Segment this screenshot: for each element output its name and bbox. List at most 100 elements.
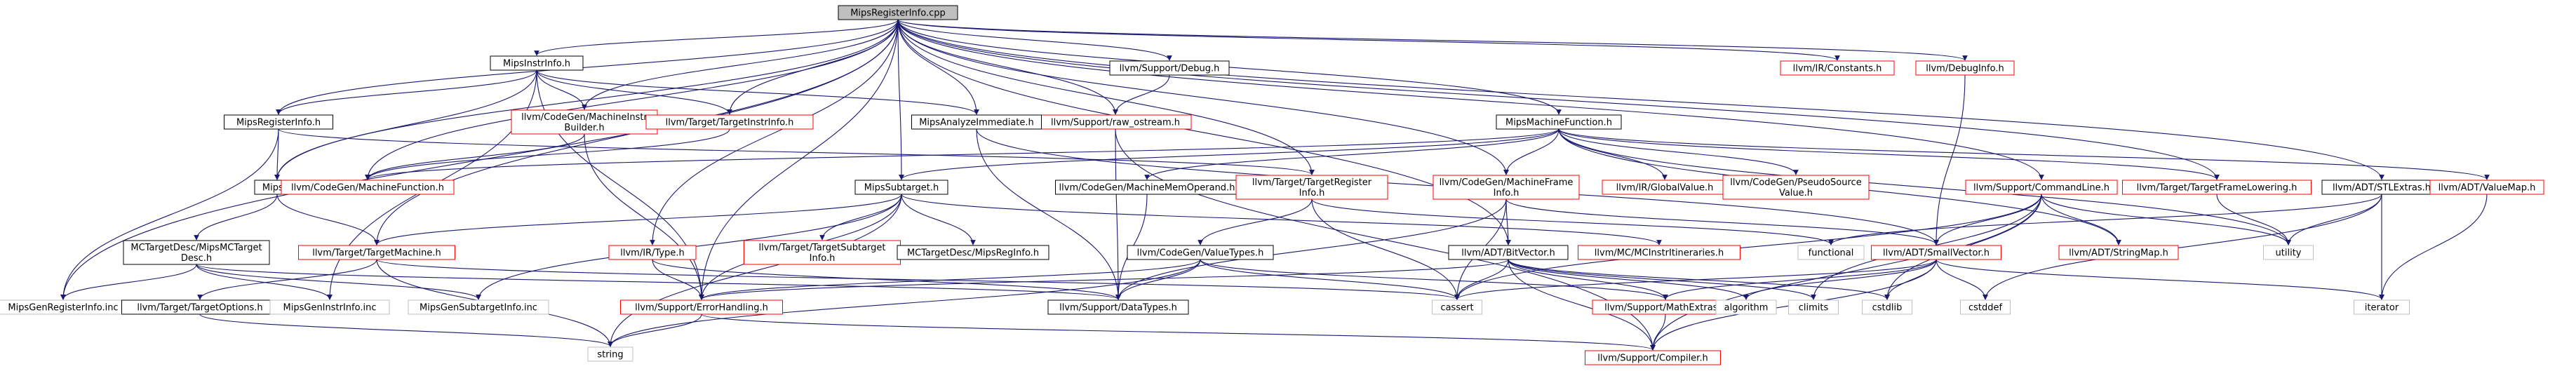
- graph-node-mmo[interactable]: llvm/CodeGen/MachineMemOperand.h: [1055, 180, 1239, 195]
- graph-node-debug[interactable]: llvm/Support/Debug.h: [1109, 60, 1230, 76]
- graph-node-mipsreginfo[interactable]: MipsRegisterInfo.h: [224, 114, 333, 130]
- dependency-edge: [1884, 259, 1937, 300]
- node-box: [1448, 245, 1569, 260]
- node-label: MipsMachineFunction.h: [1505, 118, 1612, 128]
- graph-node-type[interactable]: llvm/IR/Type.h: [608, 245, 697, 260]
- graph-node-mmf[interactable]: MipsMachineFunction.h: [1496, 114, 1622, 130]
- graph-node-mai[interactable]: MipsAnalyzeImmediate.h: [911, 114, 1042, 130]
- node-box: [2058, 245, 2179, 260]
- dependency-edge: [1198, 198, 1313, 245]
- graph-node-gv[interactable]: llvm/IR/GlobalValue.h: [1602, 180, 1728, 195]
- graph-node-vt[interactable]: llvm/CodeGen/ValueTypes.h: [1127, 245, 1274, 260]
- graph-node-stlextras[interactable]: llvm/ADT/STLExtras.h: [2321, 180, 2442, 195]
- dependency-edge: [608, 259, 1201, 347]
- graph-node-dt[interactable]: llvm/Support/DataTypes.h: [1047, 299, 1189, 315]
- dependency-edge: [365, 128, 1559, 180]
- node-box: [123, 240, 270, 265]
- node-label: MipsSubtarget.h: [864, 183, 939, 194]
- graph-node-mipsinstrinfo[interactable]: MipsInstrInfo.h: [490, 55, 584, 71]
- dependency-edge: [196, 264, 1121, 300]
- dependency-edge: [1558, 128, 1668, 180]
- dependency-edge: [1508, 259, 1749, 300]
- graph-node-climits: climits: [1788, 299, 1839, 315]
- dependency-edge: [196, 264, 333, 300]
- dependency-edge: [2379, 194, 2488, 300]
- dependency-edge: [819, 194, 902, 241]
- node-label: MipsAnalyzeImmediate.h: [919, 118, 1034, 128]
- dependency-edge: [701, 313, 1656, 351]
- dependency-edge: [897, 19, 1840, 61]
- node-label: Info.h: [810, 253, 836, 264]
- dependency-edge: [1200, 259, 1460, 300]
- dependency-edge: [197, 259, 377, 300]
- dependency-edge: [536, 69, 587, 110]
- graph-node-cl[interactable]: llvm/Support/CommandLine.h: [1965, 180, 2118, 195]
- graph-node-bitvector[interactable]: llvm/ADT/BitVector.h: [1448, 245, 1569, 260]
- dependency-edge: [1983, 194, 2382, 300]
- graph-node-tm[interactable]: llvm/Target/TargetMachine.h: [298, 245, 455, 260]
- graph-node-subtarget[interactable]: MipsSubtarget.h: [854, 180, 948, 195]
- node-label: climits: [1799, 303, 1829, 313]
- graph-node-mathextras[interactable]: llvm/Support/MathExtras.h: [1592, 299, 1739, 315]
- dependency-edge: [1558, 128, 1799, 175]
- graph-node-tii[interactable]: llvm/Target/TargetInstrInfo.h: [645, 114, 814, 130]
- dependency-edge: [276, 19, 899, 115]
- node-label: cassert: [1440, 303, 1473, 313]
- node-label: llvm/Target/TargetSubtarget: [758, 243, 885, 253]
- node-label: llvm/CodeGen/MachineMemOperand.h: [1059, 183, 1235, 194]
- dependency-edge: [1505, 198, 1939, 245]
- graph-node-smallvector[interactable]: llvm/ADT/SmallVector.h: [1871, 245, 2001, 260]
- dependency-edge: [1558, 128, 2291, 245]
- graph-node-eh[interactable]: llvm/Support/ErrorHandling.h: [620, 299, 783, 315]
- node-box: [744, 240, 901, 265]
- graph-node-tfl[interactable]: llvm/Target/TargetFrameLowering.h: [2122, 180, 2312, 195]
- dependency-edge: [1144, 128, 1559, 180]
- graph-node-functional: functional: [1797, 245, 1865, 260]
- graph-node-mipsreginfoh[interactable]: MCTargetDesc/MipsRegInfo.h: [897, 245, 1049, 260]
- dependency-edge: [897, 19, 1968, 61]
- node-box: [490, 55, 584, 71]
- graph-node-root[interactable]: MipsRegisterInfo.cpp: [838, 5, 958, 20]
- graph-node-valuemap[interactable]: llvm/ADT/ValueMap.h: [2429, 180, 2544, 195]
- graph-node-algorithm: algorithm: [1715, 299, 1777, 315]
- dependency-edge: [1936, 259, 2384, 300]
- graph-node-compiler[interactable]: llvm/Support/Compiler.h: [1585, 350, 1721, 365]
- dependency-edge: [897, 19, 1118, 115]
- graph-node-mf[interactable]: llvm/CodeGen/MachineFunction.h: [281, 180, 455, 195]
- dependency-edge: [534, 19, 899, 56]
- graph-node-constants[interactable]: llvm/IR/Constants.h: [1780, 60, 1895, 76]
- node-box: [1862, 299, 1912, 315]
- dependency-edge: [897, 19, 1509, 175]
- dependency-edge: [608, 313, 702, 347]
- dependency-edge: [901, 194, 976, 245]
- dependency-edge: [650, 19, 899, 245]
- node-label: llvm/Target/TargetOptions.h: [137, 303, 262, 313]
- dependency-edge: [2286, 194, 2382, 245]
- dependency-edge: [1508, 259, 1668, 300]
- node-label: llvm/CodeGen/ValueTypes.h: [1137, 248, 1264, 259]
- graph-node-rawostream[interactable]: llvm/Support/raw_ostream.h: [1039, 114, 1192, 130]
- node-box: [2263, 245, 2314, 260]
- dependency-edge: [582, 19, 899, 110]
- graph-node-mcii[interactable]: llvm/MC/MCInstrItineraries.h: [1578, 245, 1740, 260]
- dependency-edge: [727, 19, 899, 115]
- dependency-edge: [365, 19, 899, 180]
- dependency-edge: [1558, 128, 2220, 180]
- graph-node-topt[interactable]: llvm/Target/TargetOptions.h: [121, 299, 279, 315]
- node-label: llvm/ADT/SmallVector.h: [1883, 248, 1990, 259]
- dependency-edge: [199, 313, 613, 347]
- graph-node-debuginfo[interactable]: llvm/DebugInfo.h: [1915, 60, 2015, 76]
- node-box: [854, 180, 948, 195]
- dependency-edge: [1311, 198, 1460, 300]
- graph-node-gri: MipsGenRegisterInfo.inc: [0, 299, 131, 315]
- graph-node-stringmap[interactable]: llvm/ADT/StringMap.h: [2058, 245, 2179, 260]
- dependency-edge: [365, 128, 730, 180]
- node-label: llvm/Target/TargetRegister: [1252, 177, 1372, 188]
